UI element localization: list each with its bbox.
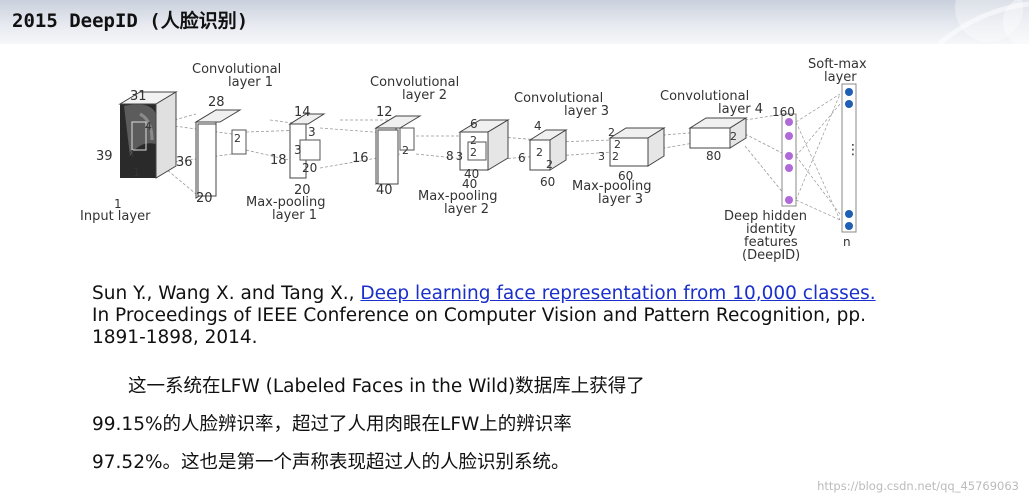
citation: Sun Y., Wang X. and Tang X., Deep learni… — [92, 283, 892, 349]
pool2-label-line1: Max-pooling — [418, 189, 497, 204]
conv-layer-1: 2 28 36 20 Convolutional layer 1 — [176, 62, 281, 206]
pool1-height: 14 — [294, 105, 311, 120]
corner-decoration-icon — [937, 0, 1029, 44]
conv4-kernel: 2 — [730, 130, 737, 143]
pool2-label-line2: layer 2 — [444, 202, 489, 217]
pool1-kernel-2: 3 — [294, 143, 302, 157]
pool1-label-line1: Max-pooling — [246, 195, 325, 210]
conv2-label-line2: layer 2 — [402, 88, 447, 103]
softmax-layer: ⋮ Soft-max layer n — [808, 57, 867, 249]
softmax-label-line1: Soft-max — [808, 57, 867, 72]
conv3-label-line1: Convolutional — [514, 91, 603, 106]
deepid-label-line3: features — [744, 235, 798, 250]
conv3-label-line2: layer 3 — [564, 104, 609, 119]
input-kernel-1: 4 — [145, 120, 152, 133]
conv3-kernel-2: 2 — [546, 158, 553, 171]
input-layer: 31 39 4 4 1 1 Input layer — [80, 89, 178, 224]
input-height: 31 — [130, 89, 147, 104]
pool3-kernel-2: 2 — [612, 150, 619, 163]
conv1-depth: 20 — [196, 191, 213, 206]
conv1-height: 28 — [208, 95, 225, 110]
citation-venue: In Proceedings of IEEE Conference on Com… — [92, 305, 866, 348]
input-kernel-2: 4 — [128, 148, 135, 161]
conv-layer-3: 2 2 4 6 60 Convolutional layer 3 — [514, 91, 609, 189]
pool2-depth-2: 40 — [462, 177, 477, 191]
conv2-height: 12 — [376, 105, 393, 120]
max-pooling-layer-1: 3 3 14 18 20 20 Max-pooling layer 1 — [246, 105, 326, 223]
conv1-label-line1: Convolutional — [192, 62, 281, 77]
input-kernel-3: 1 — [133, 166, 140, 179]
conv1-width: 36 — [176, 155, 193, 170]
pool3-kernel-1: 2 — [614, 138, 621, 151]
slide-title: 2015 DeepID (人脸识别) — [12, 10, 249, 32]
citation-authors: Sun Y., Wang X. and Tang X., — [92, 283, 361, 304]
pool2-height: 6 — [470, 117, 478, 131]
conv4-depth: 80 — [706, 149, 721, 163]
softmax-size: n — [843, 235, 851, 249]
description-line-1: 这一系统在LFW (Labeled Faces in the Wild)数据库上… — [128, 376, 645, 397]
slide-title-bar: 2015 DeepID (人脸识别) — [0, 0, 1029, 44]
conv-layer-4: 2 80 Convolutional layer 4 — [660, 89, 763, 163]
input-layer-label: Input layer — [80, 209, 151, 224]
conv3-width: 6 — [518, 151, 526, 165]
pool2-kernel-3: 3 — [456, 150, 463, 163]
deepid-feature-layer: 160 Deep hidden identity features (DeepI… — [724, 105, 807, 263]
deepid-architecture-diagram: 31 39 4 4 1 1 Input layer 2 28 36 20 Con… — [80, 57, 867, 263]
description-line-3: 97.52%。这也是第一个声称表现超过人的人脸识别系统。 — [92, 452, 570, 473]
max-pooling-layer-3: 2 2 2 3 60 Max-pooling layer 3 — [572, 126, 666, 207]
pool2-width: 8 — [446, 149, 454, 163]
deepid-label-line1: Deep hidden — [724, 209, 807, 224]
pool2-depth: 40 — [464, 167, 479, 181]
description-line-2: 99.15%的人脸辨识率，超过了人用肉眼在LFW上的辨识率 — [92, 414, 572, 435]
pool1-depth: 20 — [294, 183, 311, 198]
softmax-label-line2: layer — [824, 70, 857, 85]
pool2-kernel-1: 2 — [470, 134, 477, 147]
input-width: 39 — [96, 149, 113, 164]
conv-layer-2: 2 12 16 40 Convolutional layer 2 — [352, 75, 459, 198]
watermark: https://blog.csdn.net/qq_45769063 — [817, 479, 1019, 493]
conv4-label-line2: layer 4 — [718, 102, 763, 117]
conv3-depth: 60 — [540, 175, 555, 189]
conv4-label-line1: Convolutional — [660, 89, 749, 104]
svg-text:⋮: ⋮ — [846, 142, 860, 158]
conv3-kernel-1: 2 — [536, 146, 543, 159]
deepid-size: 160 — [772, 105, 795, 119]
deepid-label-line4: (DeepID) — [742, 248, 800, 263]
conv2-label-line1: Convolutional — [370, 75, 459, 90]
pool1-width: 18 — [270, 153, 287, 168]
pool1-kernel-1: 3 — [308, 125, 316, 139]
conv1-kernel: 2 — [234, 132, 241, 145]
deepid-label-line2: identity — [746, 222, 796, 237]
input-depth: 1 — [114, 197, 122, 211]
paper-link[interactable]: Deep learning face representation from 1… — [360, 283, 876, 304]
pool3-label-line2: layer 3 — [598, 192, 643, 207]
conv3-height: 4 — [534, 119, 542, 133]
conv2-kernel: 2 — [402, 144, 409, 157]
pool2-kernel-2: 2 — [470, 146, 477, 159]
pool1-depth-inner: 20 — [302, 161, 317, 175]
pool3-depth: 60 — [618, 169, 633, 183]
fc-connections — [795, 93, 841, 221]
max-pooling-layer-2: 6 8 2 2 3 40 40 Max-pooling layer 2 — [418, 117, 510, 217]
pool3-width: 3 — [598, 150, 605, 163]
pool1-label-line2: layer 1 — [272, 208, 317, 223]
conv2-depth: 40 — [376, 183, 393, 198]
conv2-width: 16 — [352, 151, 369, 166]
conv1-label-line2: layer 1 — [228, 75, 273, 90]
pool3-label-line1: Max-pooling — [572, 179, 651, 194]
pool3-height: 2 — [608, 126, 615, 139]
